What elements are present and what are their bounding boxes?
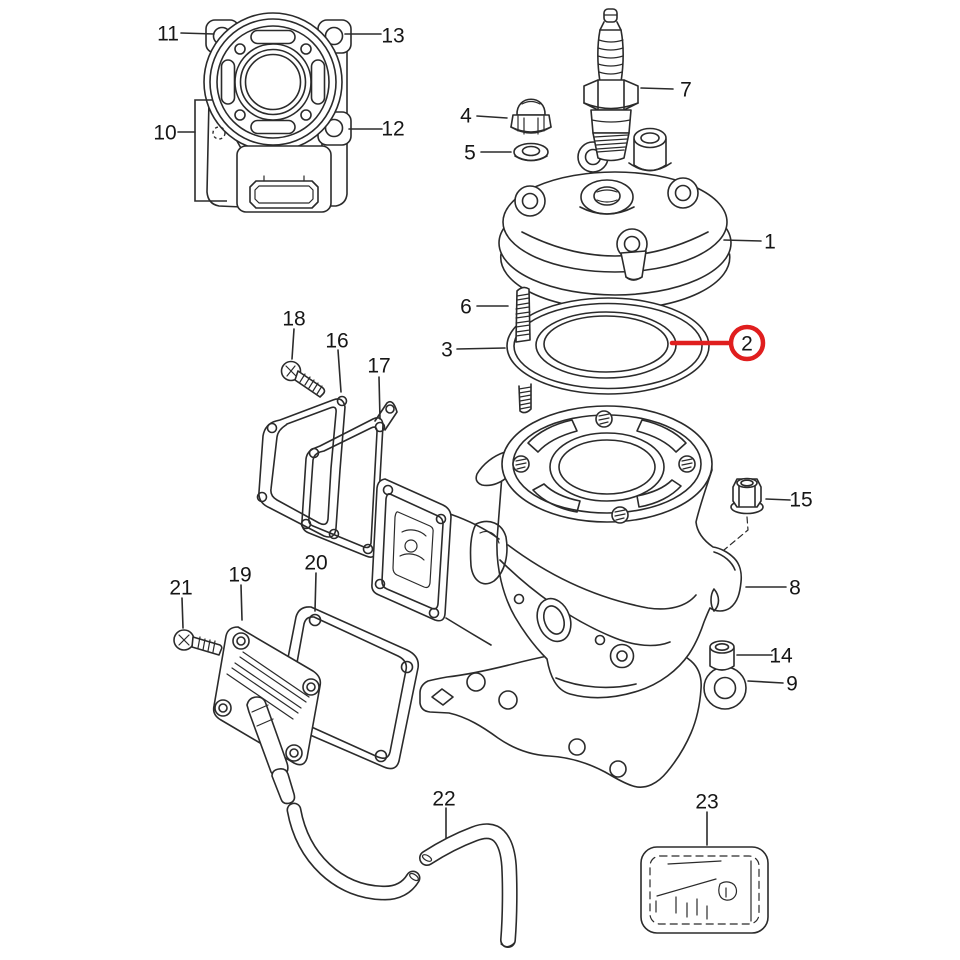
- callout-21: 21: [169, 577, 193, 629]
- callout-1: 1: [724, 231, 776, 254]
- part-valve-cover: [214, 627, 321, 804]
- callout-number: 6: [460, 296, 472, 319]
- callout-16: 16: [325, 330, 349, 393]
- part-screw-21: [174, 630, 222, 655]
- part-cylinder-head: [499, 129, 731, 310]
- callout-19: 19: [228, 564, 252, 621]
- callout-3: 3: [441, 339, 505, 362]
- callout-number: 5: [464, 142, 476, 165]
- callout-number: 1: [764, 231, 776, 254]
- callout-number: 16: [325, 330, 348, 353]
- part-head-stud-lower: [519, 384, 531, 413]
- callout-number: 15: [789, 489, 812, 512]
- callout-number: 8: [789, 577, 801, 600]
- part-cap-nut: [511, 99, 551, 134]
- callout-12: 12: [349, 118, 405, 141]
- callout-5: 5: [464, 142, 511, 165]
- callout-2: 2: [672, 327, 763, 359]
- part-head-stud: [516, 287, 530, 342]
- callout-22: 22: [432, 788, 456, 839]
- part-info-plate: [641, 847, 768, 933]
- callout-number: 13: [381, 25, 404, 48]
- callout-18: 18: [282, 308, 306, 360]
- callout-11: 11: [157, 23, 214, 46]
- callout-number: 21: [169, 577, 192, 600]
- callout-number: 14: [769, 645, 793, 668]
- callout-20: 20: [304, 552, 328, 612]
- part-sealing-washer: [514, 144, 548, 161]
- part-cylinder-top-view: [204, 13, 351, 212]
- callout-6: 6: [460, 296, 508, 319]
- part-reed-block: [372, 479, 451, 621]
- callout-number: 19: [228, 564, 251, 587]
- part-head-gasket-oring: [536, 312, 676, 378]
- callout-8: 8: [746, 577, 801, 600]
- part-spark-plug: [584, 9, 638, 161]
- callout-number: 3: [441, 339, 453, 362]
- callout-15: 15: [766, 489, 813, 512]
- callout-17: 17: [367, 355, 391, 420]
- callout-number: 2: [741, 333, 753, 356]
- callout-7: 7: [641, 79, 692, 102]
- callout-4: 4: [460, 105, 507, 128]
- callout-10: 10: [153, 100, 227, 201]
- part-drain-hose: [294, 810, 515, 947]
- part-flange-nut: [731, 479, 763, 514]
- callout-number: 23: [695, 791, 718, 814]
- callout-number: 7: [680, 79, 692, 102]
- callout-number: 11: [157, 23, 179, 46]
- callout-number: 9: [786, 673, 798, 696]
- callout-number: 10: [153, 122, 176, 145]
- callout-number: 12: [381, 118, 404, 141]
- callout-number: 17: [367, 355, 390, 378]
- callout-13: 13: [345, 25, 405, 48]
- part-cylinder: [446, 406, 748, 698]
- part-gasket-16: [258, 397, 347, 539]
- part-screw-18: [282, 362, 325, 398]
- highlight-ring: [731, 327, 763, 359]
- callout-number: 22: [432, 788, 455, 811]
- callout-number: 4: [460, 105, 472, 128]
- callout-23: 23: [695, 791, 719, 846]
- flange-bolt-holes: [513, 411, 695, 523]
- callout-number: 20: [304, 552, 327, 575]
- callout-9: 9: [748, 673, 798, 696]
- callout-number: 18: [282, 308, 305, 331]
- callout-14: 14: [737, 645, 793, 668]
- part-spacer-bushing: [710, 641, 734, 670]
